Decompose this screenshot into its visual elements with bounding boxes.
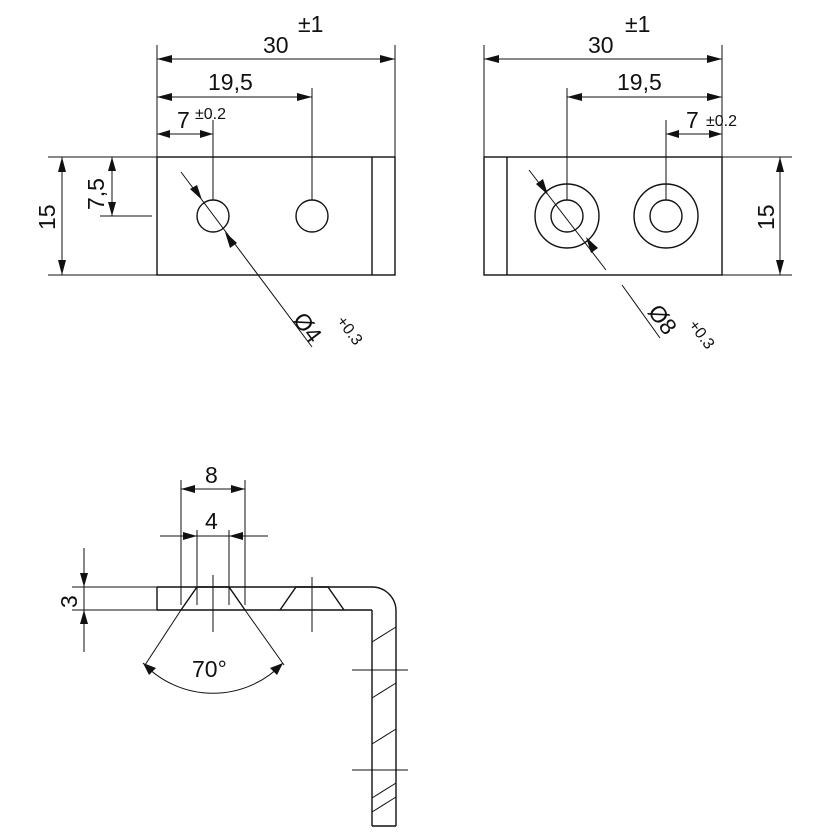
rear-dim-dia-8-tol: +0.3 <box>685 317 718 353</box>
front-view: 30 ±1 19,5 7 ±0.2 15 7,5 Ø4 +0.3 <box>34 11 396 349</box>
rear-dim-dia-8: Ø8 <box>643 299 682 339</box>
front-leader-dia <box>180 171 313 348</box>
front-dim-dia-4: Ø4 <box>288 307 327 347</box>
rear-plate-outline <box>483 156 723 276</box>
section-angle-arc <box>142 662 284 694</box>
rear-view: 30 ±1 19,5 7 ±0.2 15 Ø8 +0.3 <box>483 11 792 353</box>
rear-dim-7: 7 <box>686 107 699 133</box>
section-dim-70: 70° <box>192 656 227 682</box>
rear-dim-30: 30 <box>588 32 614 58</box>
section-outer-bend <box>371 586 397 612</box>
section-dim-4: 4 <box>205 508 218 534</box>
rear-dim-15: 15 <box>753 204 779 230</box>
rear-dim-30-tol: ±1 <box>625 11 650 37</box>
front-dim-7-5: 7,5 <box>83 178 109 210</box>
front-dim-19-5: 19,5 <box>208 69 253 95</box>
front-dim-15: 15 <box>34 204 60 230</box>
front-plate-outline <box>156 156 396 276</box>
front-dim-7-tol: ±0.2 <box>195 106 226 123</box>
rear-dim-7-tol: ±0.2 <box>706 113 737 130</box>
rear-hole-2 <box>649 199 683 233</box>
rear-dim-19-5: 19,5 <box>617 69 662 95</box>
front-dim-7: 7 <box>177 107 190 133</box>
front-hole-1 <box>196 199 230 233</box>
front-hole-2 <box>295 199 329 233</box>
front-dim-30-tol: ±1 <box>298 11 323 37</box>
section-dim-8: 8 <box>205 462 218 488</box>
front-dim-dia-4-tol: +0.3 <box>333 313 366 349</box>
section-view: 8 4 3 70° <box>56 462 408 827</box>
front-dim-30: 30 <box>263 32 289 58</box>
section-dim-3: 3 <box>56 595 82 608</box>
section-leg-hatching <box>352 626 408 813</box>
